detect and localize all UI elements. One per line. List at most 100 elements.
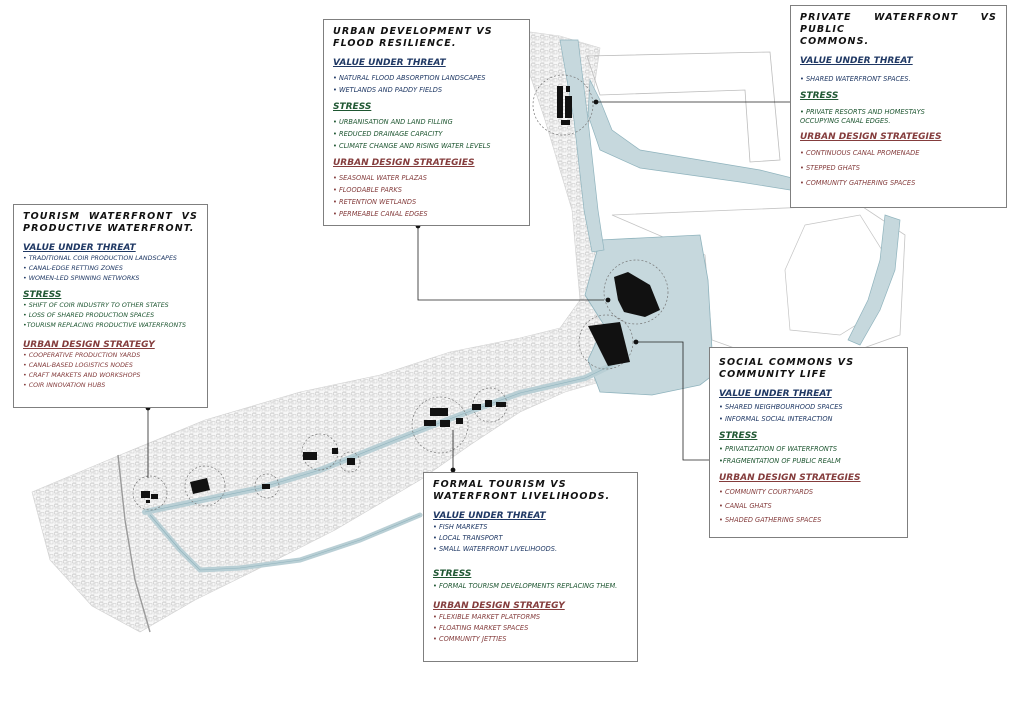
panel-title-line2: FLOOD RESILIENCE. <box>333 38 457 49</box>
south-canal <box>149 514 421 571</box>
value-section: VALUE UNDER THREAT • FISH MARKETS • LOCA… <box>433 511 628 555</box>
north-canal <box>559 39 605 253</box>
value-section: VALUE UNDER THREAT • SHARED WATERFRONT S… <box>800 56 997 85</box>
list-item: • CANAL-EDGE RETTING ZONES <box>23 265 123 272</box>
stress-list: • PRIVATIZATION OF WATERFRONTS •FRAGMENT… <box>719 443 898 467</box>
strategy-section: URBAN DESIGN STRATEGIES • CONTINUOUS CAN… <box>800 132 997 191</box>
panel-title-line2: COMMONS. <box>800 36 870 47</box>
value-list: • SHARED NEIGHBOURHOOD SPACES • INFORMAL… <box>719 401 898 425</box>
list-item: • COIR INNOVATION HUBS <box>23 382 106 389</box>
strategy-list: • COMMUNITY COURTYARDS • CANAL GHATS • S… <box>719 485 898 527</box>
panel-title-line2: WATERFRONT LIVELIHOODS. <box>433 491 611 502</box>
list-item: •FRAGMENTATION OF PUBLIC REALM <box>719 457 841 465</box>
list-item: • COMMUNITY JETTIES <box>433 635 507 643</box>
list-item: • COMMUNITY COURTYARDS <box>719 488 814 496</box>
list-item: • SMALL WATERFRONT LIVELIHOODS. <box>433 545 558 553</box>
strategy-heading: URBAN DESIGN STRATEGIES <box>719 473 861 483</box>
list-item: • PRIVATIZATION OF WATERFRONTS <box>719 445 838 453</box>
value-section: VALUE UNDER THREAT • TRADITIONAL COIR PR… <box>23 243 198 284</box>
value-list: • NATURAL FLOOD ABSORPTION LANDSCAPES • … <box>333 72 520 96</box>
list-item: • INFORMAL SOCIAL INTERACTION <box>719 415 833 423</box>
panel-title-line2: COMMUNITY LIFE <box>719 369 827 380</box>
list-item: •TOURISM REPLACING PRODUCTIVE WATERFRONT… <box>23 322 187 329</box>
strategy-heading: URBAN DESIGN STRATEGIES <box>800 132 942 142</box>
panel-private-waterfront: PRIVATE WATERFRONT VS PUBLIC COMMONS. VA… <box>790 5 1007 208</box>
list-item: • SEASONAL WATER PLAZAS <box>333 174 427 182</box>
land-outline <box>586 51 781 163</box>
stress-list: • SHIFT OF COIR INDUSTRY TO OTHER STATES… <box>23 301 198 331</box>
value-heading: VALUE UNDER THREAT <box>719 389 832 399</box>
stress-list: • PRIVATE RESORTS AND HOMESTAYS OCCUPYIN… <box>800 108 997 126</box>
list-item: • RETENTION WETLANDS <box>333 198 417 206</box>
panel-social-commons: SOCIAL COMMONS VS COMMUNITY LIFE VALUE U… <box>709 347 908 538</box>
list-item: • STEPPED GHATS <box>800 164 860 172</box>
list-item: • NATURAL FLOOD ABSORPTION LANDSCAPES <box>333 74 486 82</box>
stress-section: STRESS • PRIVATE RESORTS AND HOMESTAYS O… <box>800 91 997 126</box>
list-item: • FLOODABLE PARKS <box>333 186 402 194</box>
strategy-heading: URBAN DESIGN STRATEGIES <box>333 158 475 168</box>
list-item: • CLIMATE CHANGE AND RISING WATER LEVELS <box>333 142 491 150</box>
stress-heading: STRESS <box>23 290 62 300</box>
list-item: • FLOATING MARKET SPACES <box>433 624 529 632</box>
list-item: • FLEXIBLE MARKET PLATFORMS <box>433 613 541 621</box>
list-item: • SHARED WATERFRONT SPACES. <box>800 75 911 83</box>
value-list: • SHARED WATERFRONT SPACES. <box>800 73 997 85</box>
list-item: • COOPERATIVE PRODUCTION YARDS <box>23 352 141 359</box>
list-item: • LOCAL TRANSPORT <box>433 534 503 542</box>
value-list: • TRADITIONAL COIR PRODUCTION LANDSCAPES… <box>23 254 198 284</box>
value-section: VALUE UNDER THREAT • SHARED NEIGHBOURHOO… <box>719 389 898 425</box>
strategy-list: • COOPERATIVE PRODUCTION YARDS • CANAL-B… <box>23 351 198 391</box>
list-item: • CRAFT MARKETS AND WORKSHOPS <box>23 372 141 379</box>
building-footprints <box>141 86 660 503</box>
list-item: • SHARED NEIGHBOURHOOD SPACES <box>719 403 843 411</box>
stress-list: • URBANISATION AND LAND FILLING • REDUCE… <box>333 116 520 152</box>
list-item: • FISH MARKETS <box>433 523 488 531</box>
strategy-section: URBAN DESIGN STRATEGIES • SEASONAL WATER… <box>333 158 520 220</box>
list-item: • FORMAL TOURISM DEVELOPMENTS REPLACING … <box>433 582 618 590</box>
strategy-section: URBAN DESIGN STRATEGY • COOPERATIVE PROD… <box>23 340 198 391</box>
panel-title-line2: PRODUCTIVE WATERFRONT. <box>23 223 195 234</box>
leader-lines <box>147 101 792 478</box>
panel-title: SOCIAL COMMONS VS <box>719 357 855 368</box>
strategy-list: • FLEXIBLE MARKET PLATFORMS • FLOATING M… <box>433 612 628 645</box>
panel-formal-tourism: FORMAL TOURISM VS WATERFRONT LIVELIHOODS… <box>423 472 638 662</box>
list-item: • SHIFT OF COIR INDUSTRY TO OTHER STATES <box>23 302 169 309</box>
list-item: • CANAL-BASED LOGISTICS NODES <box>23 362 133 369</box>
list-item: • REDUCED DRAINAGE CAPACITY <box>333 130 443 138</box>
east-canal <box>847 214 901 346</box>
stress-section: STRESS • PRIVATIZATION OF WATERFRONTS •F… <box>719 431 898 467</box>
list-item: • CANAL GHATS <box>719 502 772 510</box>
value-heading: VALUE UNDER THREAT <box>800 56 913 66</box>
stress-heading: STRESS <box>433 569 472 579</box>
list-item: • PRIVATE RESORTS AND HOMESTAYS OCCUPYIN… <box>800 108 925 125</box>
stress-heading: STRESS <box>333 102 372 112</box>
leader-dots <box>145 99 639 473</box>
list-item: • PERMEABLE CANAL EDGES <box>333 210 428 218</box>
strategy-heading: URBAN DESIGN STRATEGY <box>433 601 565 611</box>
value-heading: VALUE UNDER THREAT <box>333 58 446 68</box>
list-item: • WETLANDS AND PADDY FIELDS <box>333 86 443 94</box>
strategy-list: • CONTINUOUS CANAL PROMENADE • STEPPED G… <box>800 146 997 191</box>
list-item: • SHADED GATHERING SPACES <box>719 516 822 524</box>
panel-title: FORMAL TOURISM VS <box>433 479 567 490</box>
stress-heading: STRESS <box>719 431 758 441</box>
list-item: • LOSS OF SHARED PRODUCTION SPACES <box>23 312 155 319</box>
value-list: • FISH MARKETS • LOCAL TRANSPORT • SMALL… <box>433 522 628 555</box>
list-item: • URBANISATION AND LAND FILLING <box>333 118 453 126</box>
panel-urban-development: URBAN DEVELOPMENT VS FLOOD RESILIENCE. V… <box>323 19 530 226</box>
panel-title: URBAN DEVELOPMENT VS <box>333 26 493 37</box>
list-item: • TRADITIONAL COIR PRODUCTION LANDSCAPES <box>23 255 177 262</box>
strategy-section: URBAN DESIGN STRATEGY • FLEXIBLE MARKET … <box>433 601 628 645</box>
strategy-heading: URBAN DESIGN STRATEGY <box>23 340 155 350</box>
value-section: VALUE UNDER THREAT • NATURAL FLOOD ABSOR… <box>333 58 520 96</box>
stress-heading: STRESS <box>800 91 839 101</box>
list-item: • WOMEN-LED SPINNING NETWORKS <box>23 275 140 282</box>
stress-section: STRESS • SHIFT OF COIR INDUSTRY TO OTHER… <box>23 290 198 331</box>
list-item: • CONTINUOUS CANAL PROMENADE <box>800 149 920 157</box>
panel-title: TOURISM WATERFRONT VS <box>23 211 198 222</box>
rail-line <box>117 454 151 633</box>
north-east-canal <box>587 78 801 191</box>
stress-section: STRESS • URBANISATION AND LAND FILLING •… <box>333 102 520 152</box>
value-heading: VALUE UNDER THREAT <box>433 511 546 521</box>
